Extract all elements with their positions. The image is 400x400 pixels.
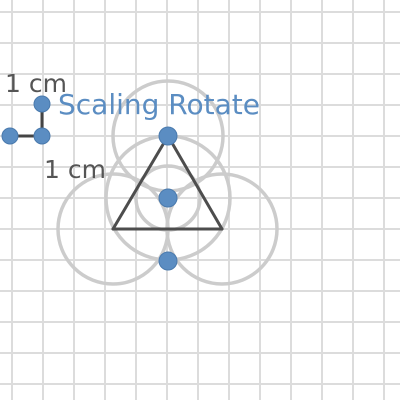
rotation-center-point[interactable] (158, 188, 178, 208)
scale-handle-left-point[interactable] (1, 127, 19, 145)
scale-handle-corner-point[interactable] (33, 127, 51, 145)
ruler-horizontal-label: 1 cm (44, 155, 106, 184)
tool-mode-label: Scaling Rotate (58, 88, 260, 121)
triangle-edge-left[interactable] (111, 134, 170, 231)
triangle-edge-right[interactable] (166, 134, 224, 231)
ruler-vertical-label: 1 cm (5, 69, 67, 98)
scale-handle-top-point[interactable] (33, 95, 51, 113)
triangle-apex-point[interactable] (158, 126, 178, 146)
triangle[interactable] (111, 134, 224, 231)
bottom-point[interactable] (158, 251, 178, 271)
scale-handle[interactable] (1, 95, 51, 145)
